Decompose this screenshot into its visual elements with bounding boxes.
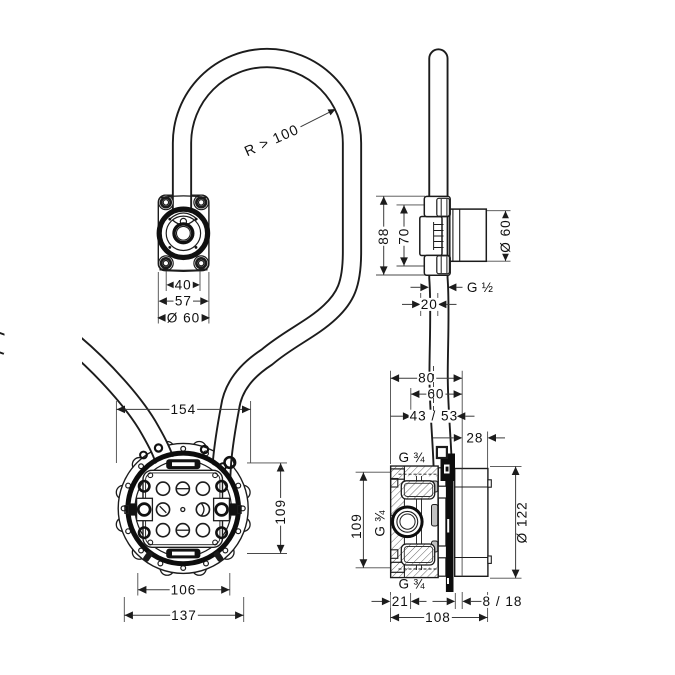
svg-text:Ø 60: Ø 60 bbox=[498, 219, 513, 252]
svg-text:57: 57 bbox=[175, 294, 192, 309]
svg-text:109: 109 bbox=[349, 513, 364, 539]
svg-text:106: 106 bbox=[171, 582, 197, 597]
svg-text:70: 70 bbox=[397, 228, 412, 245]
svg-text:28: 28 bbox=[466, 430, 483, 445]
svg-text:137: 137 bbox=[171, 608, 197, 623]
svg-text:Ø 122: Ø 122 bbox=[514, 501, 529, 543]
svg-text:G ½: G ½ bbox=[467, 280, 493, 295]
svg-text:20: 20 bbox=[421, 297, 438, 312]
svg-text:80: 80 bbox=[418, 371, 435, 386]
svg-text:43 / 53: 43 / 53 bbox=[410, 409, 459, 424]
svg-text:40: 40 bbox=[175, 277, 192, 292]
svg-text:60: 60 bbox=[427, 387, 444, 402]
svg-text:88: 88 bbox=[376, 228, 391, 245]
svg-text:Ø 60: Ø 60 bbox=[167, 310, 200, 325]
svg-text:G ¾: G ¾ bbox=[372, 510, 387, 537]
svg-text:154: 154 bbox=[170, 402, 196, 417]
svg-text:109: 109 bbox=[273, 499, 288, 525]
svg-text:8 / 18: 8 / 18 bbox=[482, 594, 522, 609]
svg-text:21: 21 bbox=[392, 594, 409, 609]
svg-text:G ¾: G ¾ bbox=[399, 450, 426, 465]
svg-text:G ¾: G ¾ bbox=[399, 576, 426, 591]
svg-text:108: 108 bbox=[425, 610, 451, 625]
